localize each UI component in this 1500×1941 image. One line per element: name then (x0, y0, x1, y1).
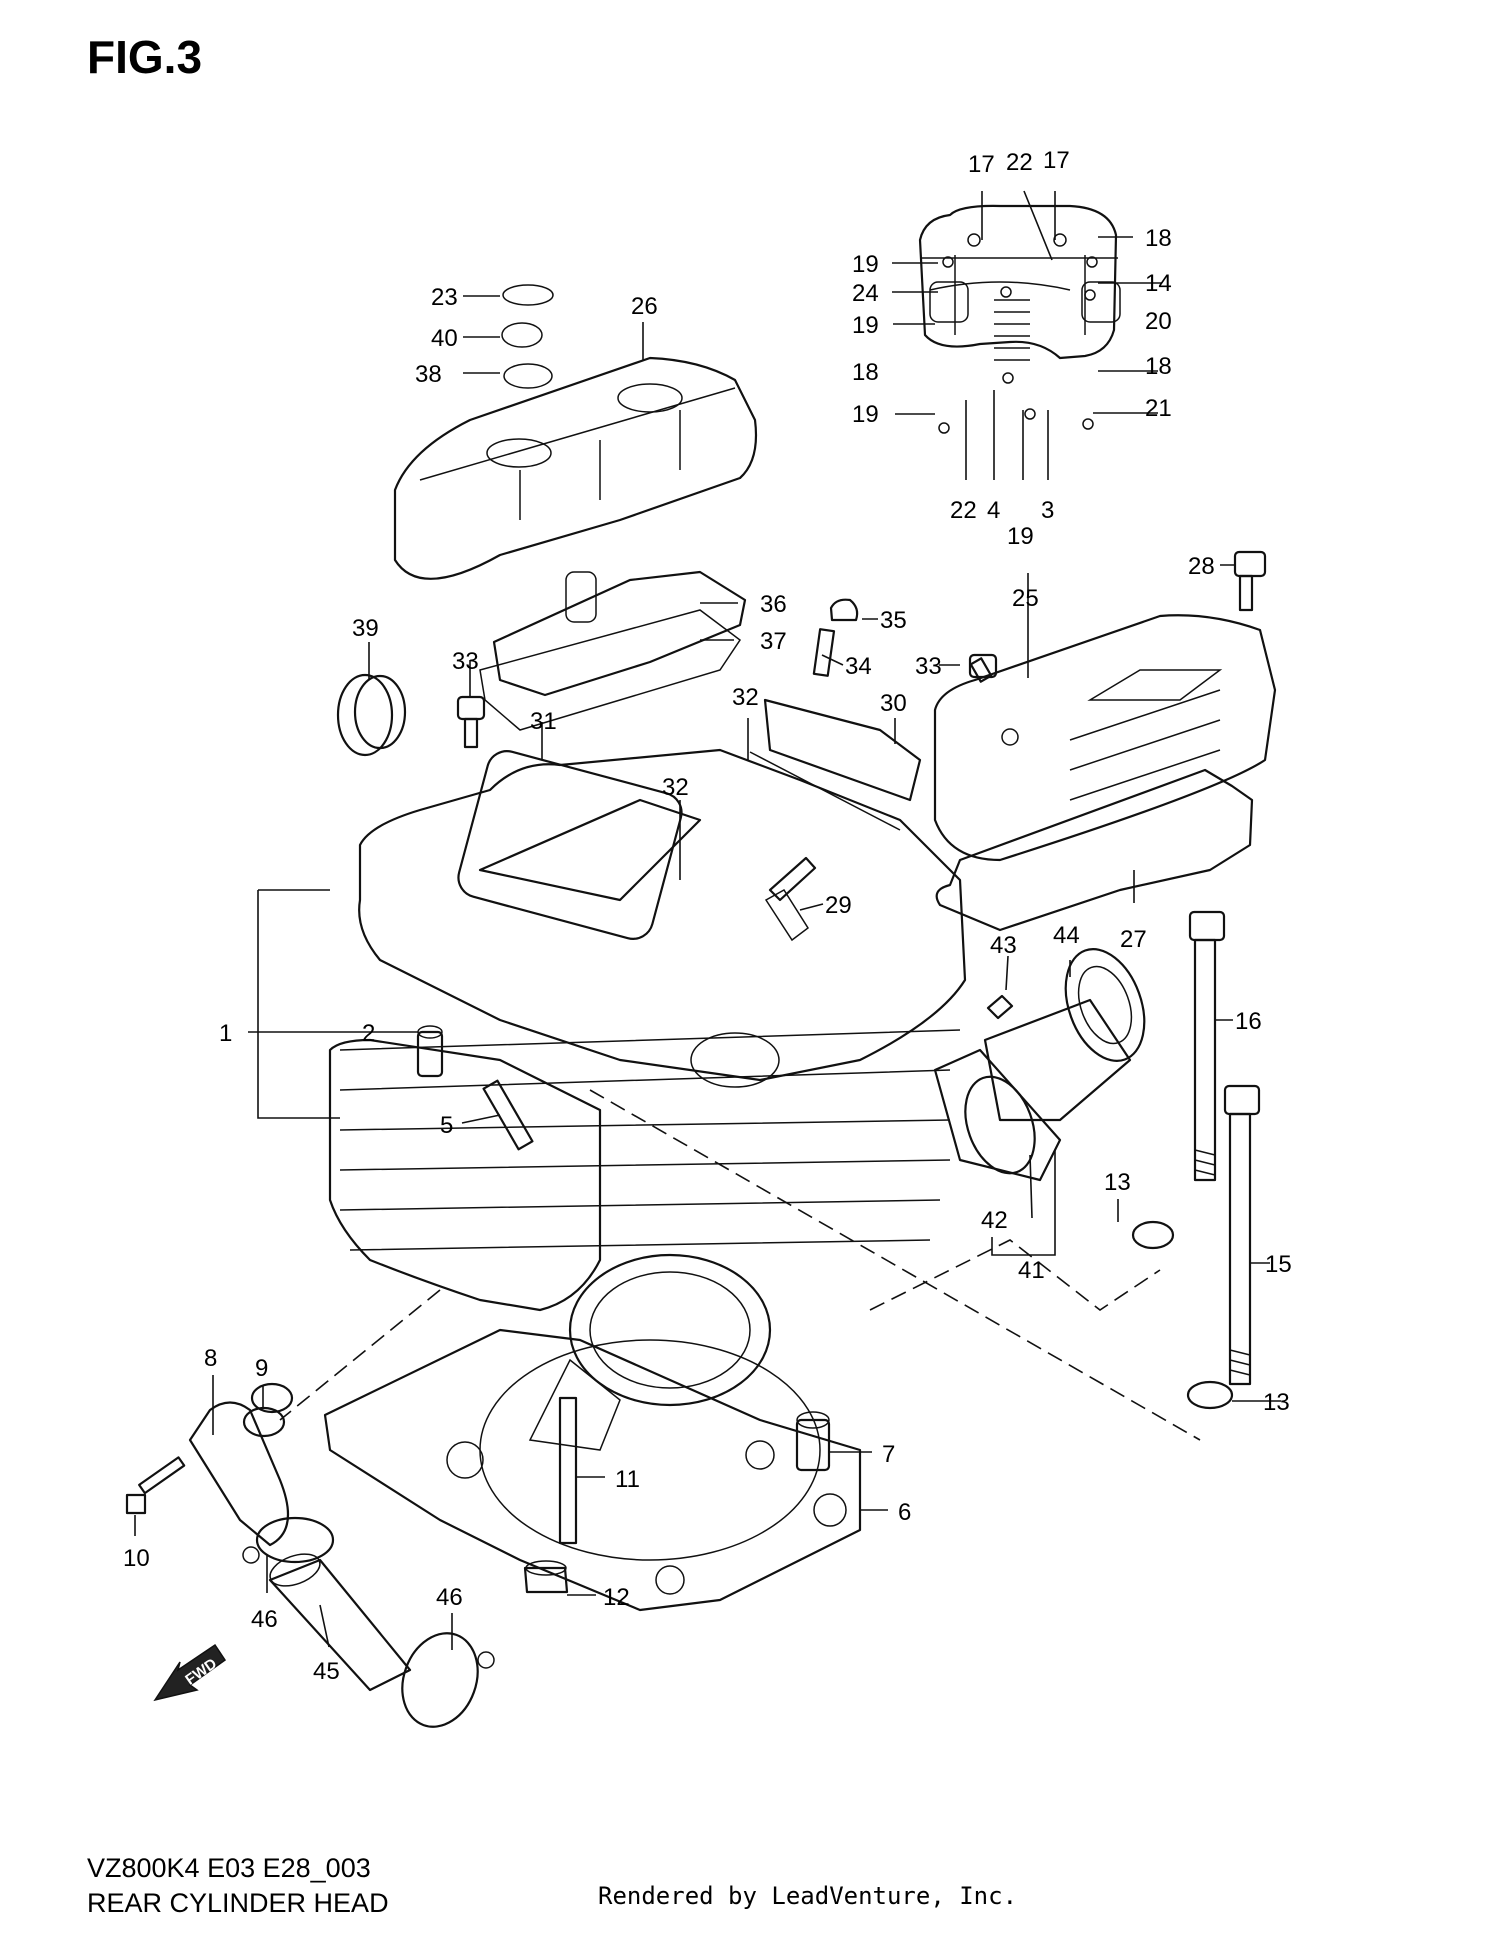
callout-32: 32 (662, 774, 689, 801)
callout-26: 26 (631, 293, 658, 320)
callout-20: 20 (1145, 308, 1172, 335)
callout-35: 35 (880, 607, 907, 634)
callout-45: 45 (313, 1658, 340, 1685)
bolt-43 (986, 994, 1014, 1020)
callout-31: 31 (530, 708, 557, 735)
callout-44: 44 (1053, 922, 1080, 949)
callout-34: 34 (845, 653, 872, 680)
intake-pipe-41 (933, 948, 1146, 1182)
callout-1: 1 (219, 1020, 232, 1047)
plate-30 (763, 698, 922, 802)
callout-8: 8 (204, 1345, 217, 1372)
render-credit: Rendered by LeadVenture, Inc. (598, 1882, 1018, 1910)
bolt-10 (125, 1456, 186, 1515)
callout-23: 23 (431, 284, 458, 311)
callout-33: 33 (452, 648, 479, 675)
callout-21: 21 (1145, 395, 1172, 422)
callout-36: 36 (760, 591, 787, 618)
callout-22: 22 (950, 497, 977, 524)
stud-11 (558, 1396, 578, 1545)
bolt-33-right (968, 653, 998, 683)
callout-40: 40 (431, 325, 458, 352)
valve-cover-25 (933, 614, 1277, 862)
callout-29: 29 (825, 892, 852, 919)
callout-16: 16 (1235, 1008, 1262, 1035)
dowel-7 (795, 1411, 831, 1472)
callout-43: 43 (990, 932, 1017, 959)
head-gasket-6 (323, 1328, 862, 1612)
head-cover-26 (393, 284, 758, 580)
callout-18: 18 (852, 359, 879, 386)
bolt-15 (1223, 1084, 1261, 1386)
water-fitting-8 (188, 1382, 294, 1547)
callout-22: 22 (1006, 149, 1033, 176)
callout-13: 13 (1104, 1169, 1131, 1196)
callout-9: 9 (255, 1355, 268, 1382)
callout-19: 19 (852, 312, 879, 339)
callout-15: 15 (1265, 1251, 1292, 1278)
callout-labels: 17 22 17 18 19 14 24 19 20 18 18 19 21 2… (123, 147, 1292, 1685)
bolt-16 (1188, 910, 1226, 1182)
callout-5: 5 (440, 1112, 453, 1139)
callout-3: 3 (1041, 497, 1054, 524)
hose-45 (268, 1553, 412, 1692)
callout-27: 27 (1120, 926, 1147, 953)
callout-19: 19 (852, 401, 879, 428)
callout-18: 18 (1145, 225, 1172, 252)
figure-label: FIG.3 (87, 31, 203, 83)
callout-4: 4 (987, 497, 1000, 524)
cylinder-head-1 (328, 748, 967, 1451)
callout-18: 18 (1145, 353, 1172, 380)
fwd-arrow: FWD (153, 1643, 227, 1702)
callout-39: 39 (352, 615, 379, 642)
bolt-33-left (456, 695, 486, 749)
callout-10: 10 (123, 1545, 150, 1572)
callout-6: 6 (898, 1499, 911, 1526)
breather-cover-36 (479, 570, 747, 731)
callout-37: 37 (760, 628, 787, 655)
callout-32: 32 (732, 684, 759, 711)
nut-12 (523, 1560, 569, 1594)
clamp-46-upper (242, 1516, 335, 1564)
nut-35 (829, 598, 859, 622)
callout-12: 12 (603, 1584, 630, 1611)
stud-5 (482, 1079, 534, 1151)
callout-13: 13 (1263, 1389, 1290, 1416)
model-code: VZ800K4 E03 E28_003 (87, 1853, 371, 1883)
callout-14: 14 (1145, 270, 1172, 297)
stud-34 (812, 628, 836, 677)
callout-41: 41 (1018, 1257, 1045, 1284)
callout-2: 2 (362, 1020, 375, 1047)
assembly-guide-lines (279, 1089, 1201, 1441)
callout-11: 11 (615, 1466, 640, 1493)
seal-32-strip (749, 751, 901, 831)
section-title: REAR CYLINDER HEAD (87, 1888, 389, 1918)
callout-19: 19 (1007, 523, 1034, 550)
bolt-28 (1233, 550, 1267, 612)
callout-28: 28 (1188, 553, 1215, 580)
o-ring-9 (242, 1406, 286, 1438)
seal-39 (336, 673, 407, 757)
callout-17: 17 (1043, 147, 1070, 174)
leader-lines (134, 190, 1281, 1650)
gasket-27 (935, 768, 1254, 932)
callout-42: 42 (981, 1207, 1008, 1234)
callout-19: 19 (852, 251, 879, 278)
washer-13-bottom (1186, 1380, 1234, 1410)
callout-30: 30 (880, 690, 907, 717)
callout-17: 17 (968, 151, 995, 178)
callout-46: 46 (251, 1606, 278, 1633)
callout-24: 24 (852, 280, 879, 307)
callout-33: 33 (915, 653, 942, 680)
clamp-46-lower (401, 1632, 495, 1728)
callout-25: 25 (1012, 585, 1039, 612)
callout-38: 38 (415, 361, 442, 388)
washer-13-top (1131, 1220, 1175, 1250)
callout-7: 7 (882, 1441, 895, 1468)
spark-plug-29 (764, 856, 817, 942)
cover-gasket-detail (918, 204, 1121, 434)
callout-46: 46 (436, 1584, 463, 1611)
